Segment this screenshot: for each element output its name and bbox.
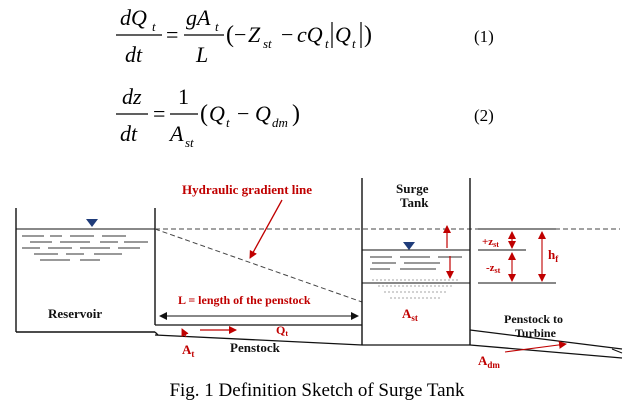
svg-text:−: − [234,22,246,47]
hf-label: hf [548,247,559,264]
svg-text:t: t [152,19,156,34]
turbine-area-label: Adm [478,353,500,370]
svg-text:st: st [263,36,272,51]
surge-tank-low-dashes [372,279,460,299]
surge-tank-water-dashes [370,256,462,270]
svg-text:): ) [364,22,372,48]
penstock-to-turbine-line2: Turbine [515,326,557,340]
svg-text:A: A [168,121,184,146]
svg-text:dt: dt [125,42,143,67]
svg-text:Z: Z [248,22,261,47]
penstock-bottom-wall [154,334,363,346]
svg-text:cQ: cQ [297,22,323,47]
penstock-length-label: L = length of the penstock [178,293,311,307]
turbine-penstock-bottom [469,344,623,359]
svg-text:−: − [281,22,293,47]
surge-tank-area-label: Ast [402,306,418,323]
water-level-marker-icon [86,219,98,227]
svg-text:st: st [185,135,194,150]
equation-1: dQ t dt = gA t L ( − Z st − cQ t Q t ) (… [116,5,494,67]
svg-text:1: 1 [178,84,189,109]
svg-text:L: L [195,42,208,67]
equation-1-number: (1) [474,27,494,46]
gradient-pointer-arrow [249,199,283,259]
svg-text:Q: Q [209,101,225,126]
svg-text:=: = [153,101,165,126]
hydraulic-gradient-line [154,228,363,303]
svg-text:dm: dm [272,115,288,130]
svg-text:t: t [325,36,329,51]
plus-z-label: +zst [482,236,499,249]
svg-text:=: = [166,22,178,47]
flow-q-label: Qt [276,323,288,338]
svg-text:t: t [352,36,356,51]
svg-text:−: − [237,101,249,126]
surge-level-marker-icon [403,242,415,250]
svg-text:t: t [215,19,219,34]
turbine-area-arrow [504,340,567,353]
turbine-penstock-top [469,329,623,350]
figure-caption: Fig. 1 Definition Sketch of Surge Tank [169,380,465,401]
svg-text:gA: gA [186,5,211,30]
surge-tank-label-line1: Surge [396,181,429,196]
equation-2-number: (2) [474,106,494,125]
svg-text:dQ: dQ [120,5,147,30]
svg-text:t: t [226,115,230,130]
equation-2: dz dt = 1 A st ( Q t − Q dm ) (2) [116,84,494,150]
penstock-area-label: At [182,342,194,359]
surge-tank-label-line2: Tank [400,195,429,210]
svg-text:(: ( [200,101,208,127]
minus-z-label: -zst [486,262,501,275]
reservoir-water-dashes [22,235,148,261]
figure-canvas: dQ t dt = gA t L ( − Z st − cQ t Q t ) (… [15,5,623,370]
svg-text:dz: dz [122,84,142,109]
penstock-label: Penstock [230,340,281,355]
surge-tank-sketch: Hydraulic gradient line Surge Tank [15,178,623,370]
svg-text:Q: Q [255,101,271,126]
svg-text:dt: dt [120,121,138,146]
svg-text:Q: Q [335,22,351,47]
penstock-to-turbine-line1: Penstock to [504,312,563,326]
svg-text:(: ( [226,22,234,48]
svg-text:): ) [292,101,300,127]
reservoir-label: Reservoir [48,306,102,321]
hydraulic-gradient-label: Hydraulic gradient line [182,182,312,197]
